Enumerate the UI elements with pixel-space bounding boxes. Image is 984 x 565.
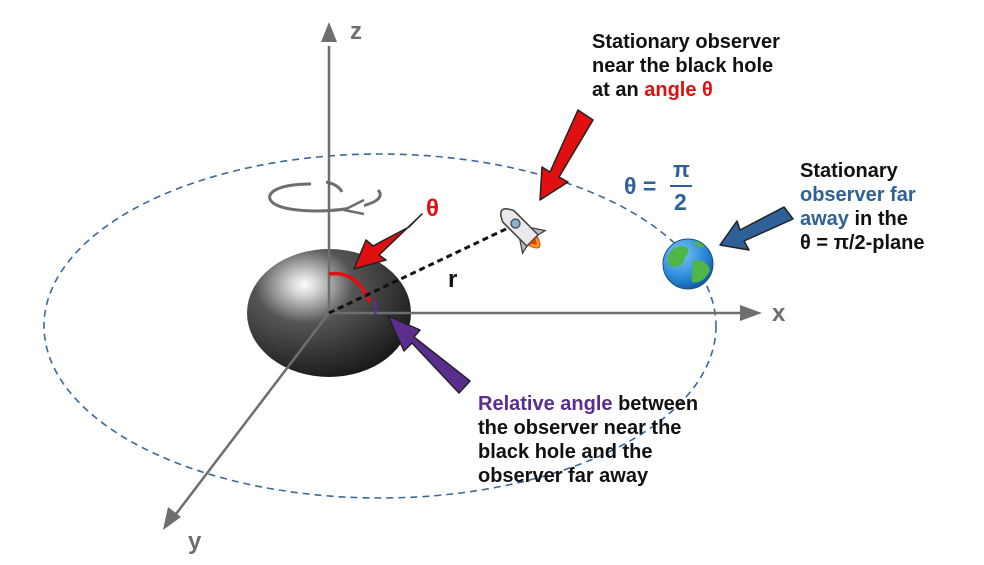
x-axis-label: x <box>772 300 786 327</box>
far-observer-pointer-arrow <box>719 206 794 251</box>
relative-angle-line2: the observer near the <box>478 417 682 439</box>
near-observer-line3-prefix: at an <box>592 79 645 101</box>
z-axis <box>321 22 337 313</box>
relative-angle-line3: black hole and the <box>478 441 653 463</box>
rotation-arrow-icon <box>268 180 382 216</box>
theta-plane-numerator: π <box>673 157 690 182</box>
x-axis <box>329 305 762 321</box>
far-observer-caption: Stationary observer far away in the θ = … <box>800 159 925 255</box>
theta-pointer-arrow <box>353 213 423 270</box>
y-axis <box>163 312 330 530</box>
far-observer-away-highlight: away <box>800 208 849 230</box>
far-observer-line2: observer far <box>800 184 916 206</box>
near-observer-line1: Stationary observer <box>592 31 780 53</box>
relative-angle-line4: observer far away <box>478 465 649 487</box>
near-observer-caption: Stationary observer near the black hole … <box>592 30 780 102</box>
relative-angle-caption: Relative angle between the observer near… <box>478 392 698 488</box>
theta-plane-denominator: 2 <box>674 189 687 215</box>
far-observer-line3: away in the <box>800 207 925 231</box>
near-observer-pointer-arrow <box>539 109 594 201</box>
theta-label: θ <box>426 195 439 222</box>
orbit-plane-ellipse <box>43 153 717 499</box>
far-observer-line1: Stationary <box>800 160 898 182</box>
far-observer-line4: θ = π/2-plane <box>800 232 925 254</box>
z-axis-label: z <box>350 18 362 45</box>
radius-label: r <box>448 266 458 293</box>
earth-icon <box>662 238 714 290</box>
near-observer-line3: at an angle θ <box>592 78 780 102</box>
relative-angle-pointer-arrow <box>387 315 471 394</box>
theta-plane-lhs: θ = <box>624 173 657 199</box>
near-observer-line2: near the black hole <box>592 55 774 77</box>
theta-arc <box>328 271 372 303</box>
radius-line <box>328 226 509 315</box>
y-axis-label: y <box>188 528 202 555</box>
relative-angle-line1-suffix: between <box>612 393 699 415</box>
near-observer-angle-highlight: angle θ <box>644 79 713 101</box>
relative-angle-arc <box>372 299 378 315</box>
relative-angle-highlight: Relative angle <box>478 393 613 415</box>
far-observer-line3-suffix: in the <box>848 208 908 230</box>
rocket-icon <box>500 208 547 255</box>
relative-angle-line1: Relative angle between <box>478 392 698 416</box>
